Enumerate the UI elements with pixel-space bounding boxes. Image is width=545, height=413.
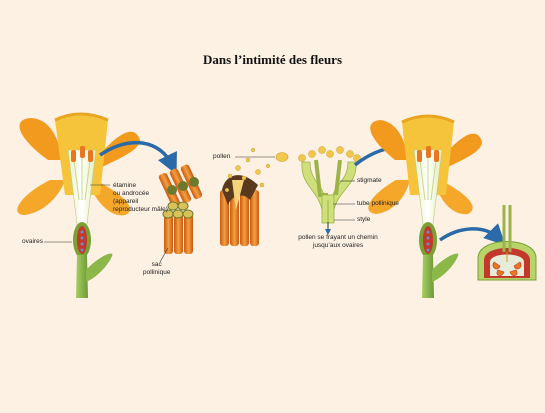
label-tube-pollinique: tube pollinique: [357, 200, 399, 208]
label-etamine: étamine ou androcée (appareil reproducte…: [113, 182, 168, 214]
open-anther: [220, 175, 259, 246]
leaf: [86, 254, 112, 282]
petal: [17, 180, 65, 215]
label-sac-pollinique: sac pollinique: [143, 261, 170, 277]
arrow-to-ovary-detail: [440, 229, 498, 240]
label-stigmate: stigmate: [357, 177, 382, 185]
label-style: style: [357, 216, 370, 224]
stigma-style: [299, 147, 361, 233]
ovary-detail: [478, 205, 536, 280]
label-ovaires: ovaires: [22, 238, 43, 246]
label-chemin: pollen se frayant un chemin jusqu’aux ov…: [288, 234, 388, 250]
label-pollen: pollen: [213, 153, 230, 161]
pollen-grain-large: [276, 153, 288, 162]
page-title: Dans l’intimité des fleurs: [0, 52, 545, 68]
